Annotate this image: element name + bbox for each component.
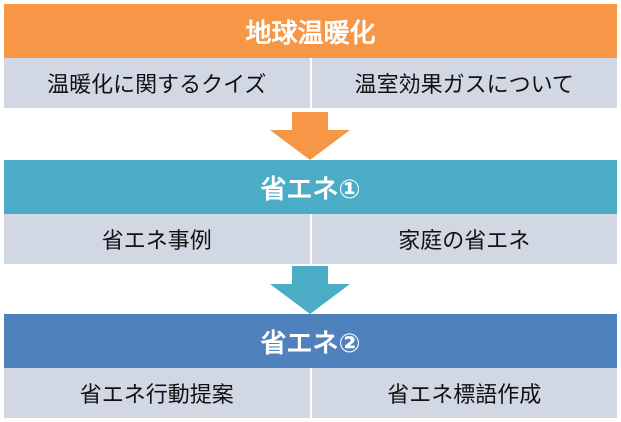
section-2-header: 省エネ① xyxy=(4,160,617,214)
section-3-title: 省エネ② xyxy=(260,328,361,359)
section-2-title: 省エネ① xyxy=(260,174,361,205)
section-1-item-2: 温室効果ガスについて xyxy=(309,58,618,108)
section-1-title: 地球温暖化 xyxy=(245,18,376,49)
section-3-item-2: 省エネ標語作成 xyxy=(309,368,618,418)
section-3-item-1: 省エネ行動提案 xyxy=(79,383,234,408)
section-1-header: 地球温暖化 xyxy=(4,4,617,58)
section-2-item-1: 省エネ事例 xyxy=(101,229,212,254)
down-arrow-icon-2 xyxy=(270,266,350,314)
section-2-items: 省エネ事例 家庭の省エネ xyxy=(4,214,617,264)
section-1-item-1: 温暖化に関するクイズ xyxy=(47,73,267,98)
down-arrow-icon-1 xyxy=(270,112,350,160)
section-2-item-2: 家庭の省エネ xyxy=(309,214,618,264)
section-1-items: 温暖化に関するクイズ 温室効果ガスについて xyxy=(4,58,617,108)
section-3-items: 省エネ行動提案 省エネ標語作成 xyxy=(4,368,617,418)
section-3-header: 省エネ② xyxy=(4,314,617,368)
